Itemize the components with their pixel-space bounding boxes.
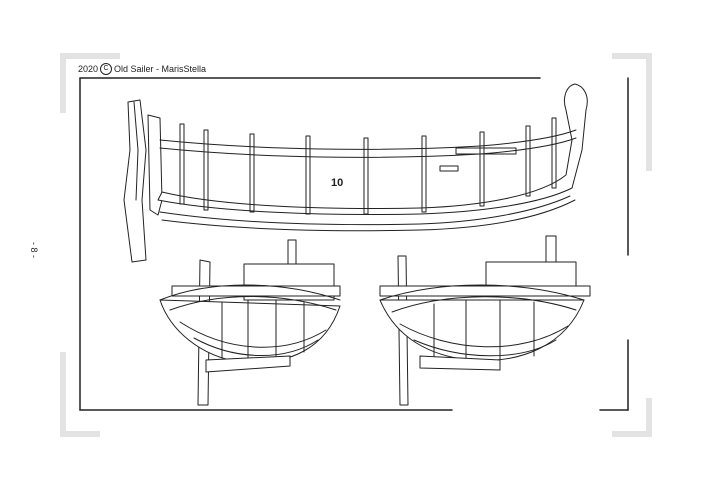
corner-mark-bottom-left-h [60,431,100,437]
corner-mark-bottom-left-v [60,352,66,437]
boat-side-view [123,83,588,263]
corner-mark-bottom-right-v [646,398,652,437]
boat-front-view-right [379,235,591,406]
drawing-frame [79,77,629,411]
corner-mark-top-right-v [646,53,652,171]
copyright-notice: 2020 C Old Sailer - MarisStella [78,63,206,75]
copyright-icon: C [100,63,113,75]
corner-mark-top-left-h [60,53,120,59]
corner-mark-top-right-h [612,53,652,59]
boat-front-view-left [159,239,341,406]
copyright-year: 2020 [78,64,99,74]
copyright-author: Old Sailer - MarisStella [114,64,207,74]
corner-mark-top-left-v [60,53,66,113]
corner-mark-bottom-right-h [612,431,652,437]
side-frames [179,117,557,215]
part-number-label: 10 [331,177,344,189]
